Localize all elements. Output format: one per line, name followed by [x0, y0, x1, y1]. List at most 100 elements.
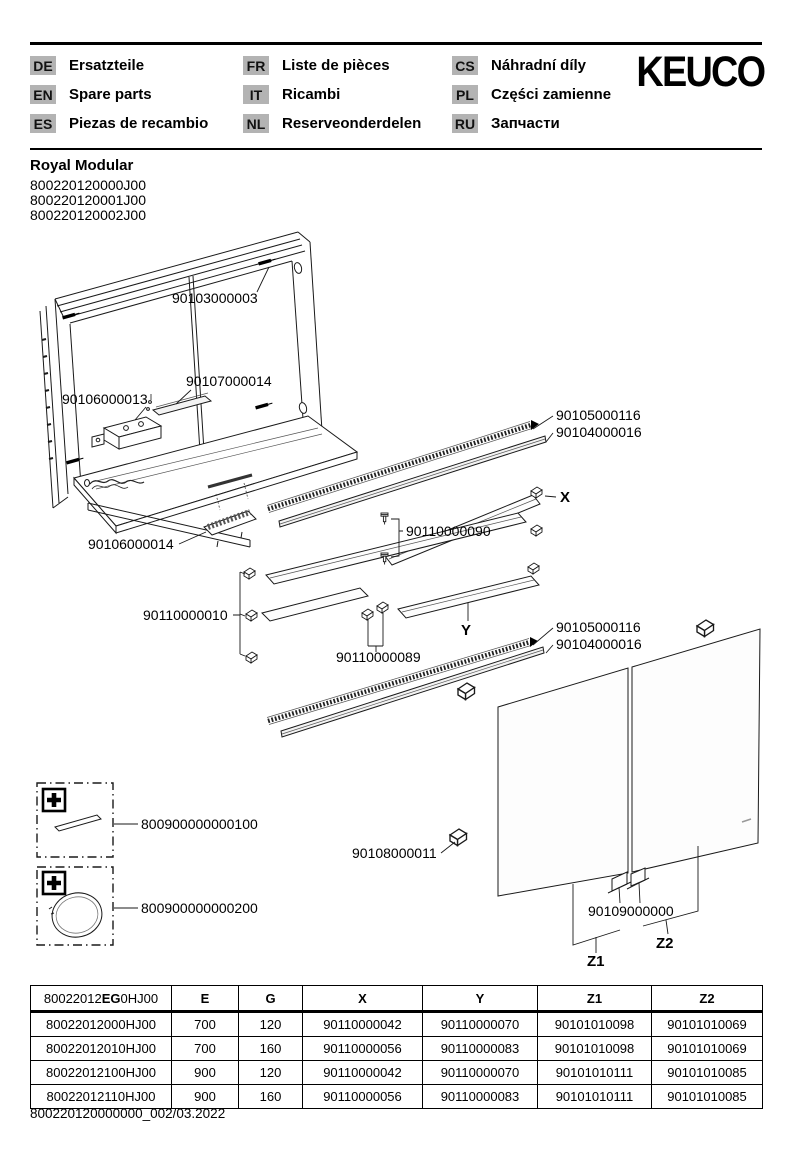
door-logo-mark [741, 818, 752, 823]
part-number-label: 90110000090 [406, 523, 491, 539]
part-label-90106000014: 90106000014 [88, 531, 207, 552]
led-strip-bottom [266, 637, 538, 725]
cell-e: 700 [171, 1036, 239, 1061]
profile-bottom [280, 646, 545, 738]
table-row: 80022012010HJ00 700 160 90110000056 9011… [30, 1036, 763, 1061]
cell-model: 80022012100HJ00 [30, 1060, 172, 1085]
cell-z1: 90101010111 [537, 1084, 652, 1109]
cell-e: 900 [171, 1060, 239, 1085]
model-suffix: 0HJ00 [120, 990, 159, 1006]
part-label-90106000013: 90106000013 [62, 391, 148, 421]
screw-icon [253, 401, 275, 410]
screw-icon [256, 257, 278, 266]
part-label-90110000089: 90110000089 [336, 613, 421, 665]
cell-z2: 90101010069 [651, 1011, 763, 1037]
part-label-90107000014: 90107000014 [175, 373, 272, 405]
lang-label-de: Ersatzteile [69, 57, 145, 74]
vent-slots [41, 338, 54, 460]
lang-row-en: EN Spare parts [30, 85, 208, 104]
accessory-box-mirror [36, 866, 114, 946]
variant-number: 800220120002J00 [30, 207, 147, 223]
lang-badge-nl: NL [243, 114, 269, 133]
lang-label-cs: Náhradní díly [491, 57, 587, 74]
cell-z2: 90101010085 [651, 1060, 763, 1085]
door-clip-icon [696, 619, 715, 638]
lang-row-it: IT Ricambi [243, 85, 421, 104]
cell-y: 90110000083 [422, 1084, 538, 1109]
col-header-z2: Z2 [651, 985, 763, 1013]
glass-shelf-left [261, 587, 369, 622]
cell-g: 120 [238, 1060, 303, 1085]
language-column-3: CS Náhradní díly PL Części zamienne RU З… [452, 56, 611, 133]
table-row: 80022012100HJ00 900 120 90110000042 9011… [30, 1060, 763, 1085]
glass-shelf-mid [265, 512, 527, 585]
cell-z1: 90101010098 [537, 1011, 652, 1037]
mirror-door-right [631, 628, 761, 873]
accessory-strip-part [54, 814, 102, 832]
z1-marker-label: Z1 [587, 953, 605, 970]
cell-z1: 90101010098 [537, 1036, 652, 1061]
table-header-row: 80022012EG0HJ00 E G X Y Z1 Z2 [30, 985, 763, 1013]
door-bracket-parts [607, 867, 650, 894]
cell-x: 90110000056 [302, 1084, 423, 1109]
part-number-label: 90110000010 [143, 607, 228, 623]
col-header-y: Y [422, 985, 538, 1013]
language-column-1: DE Ersatzteile EN Spare parts ES Piezas … [30, 56, 208, 133]
col-header-e: E [171, 985, 239, 1013]
table-row: 80022012000HJ00 700 120 90110000042 9011… [30, 1011, 763, 1037]
cell-x: 90110000056 [302, 1036, 423, 1061]
lang-row-pl: PL Części zamienne [452, 85, 611, 104]
thumbscrew-icon [380, 512, 389, 525]
model-prefix: 80022012 [43, 990, 102, 1006]
variant-number: 800220120000J00 [30, 177, 147, 193]
marker-z1: Z1 [572, 884, 621, 970]
lang-label-ru: Запчасти [491, 115, 560, 132]
marker-x: X [544, 489, 570, 506]
header-top-rule [30, 42, 762, 45]
part-label-90105000116-top: 90105000116 [532, 407, 641, 430]
part-label-90105000116-bottom: 90105000116 [532, 619, 641, 646]
table-row: 80022012110HJ00 900 160 90110000056 9011… [30, 1084, 763, 1109]
part-number-label: 90110000089 [336, 649, 421, 665]
shelf-clip-icon [245, 651, 258, 664]
part-number-label: 90105000116 [556, 407, 641, 423]
cell-z1: 90101010111 [537, 1060, 652, 1085]
part-label-90104000016-bottom: 90104000016 [545, 636, 642, 654]
lang-row-de: DE Ersatzteile [30, 56, 208, 75]
lang-label-en: Spare parts [69, 86, 152, 103]
cell-z2: 90101010085 [651, 1084, 763, 1109]
shelf-clip-icon [527, 562, 540, 575]
model-pattern-cell: 80022012EG0HJ00 [30, 985, 172, 1013]
lang-badge-en: EN [30, 85, 56, 104]
cell-y: 90110000070 [422, 1011, 538, 1037]
driver-unit [91, 416, 163, 450]
part-label-90109000000: 90109000000 [588, 882, 674, 919]
lang-label-fr: Liste de pièces [282, 57, 390, 74]
lang-row-cs: CS Náhradní díly [452, 56, 611, 75]
part-label-90108000011: 90108000011 [352, 841, 456, 861]
part-number-label: 90105000116 [556, 619, 641, 635]
y-marker-label: Y [461, 622, 471, 639]
screw-icon [60, 311, 82, 320]
shelf-clip-icon [530, 486, 543, 499]
lang-badge-de: DE [30, 56, 56, 75]
cell-e: 700 [171, 1011, 239, 1037]
variant-table: 80022012EG0HJ00 E G X Y Z1 Z2 8002201200… [30, 985, 763, 1109]
keuco-logo: KEUCO [636, 48, 766, 96]
shelf-clip-icon [361, 608, 374, 621]
led-strip-top [266, 420, 539, 513]
part-number-label: 90107000014 [186, 373, 272, 389]
door-clip-icon [449, 828, 468, 847]
col-header-g: G [238, 985, 303, 1013]
model-var-letters: EG [101, 990, 121, 1006]
part-number-label: 90104000016 [556, 424, 642, 440]
header-bottom-rule [30, 148, 762, 150]
lang-row-nl: NL Reserveonderdelen [243, 114, 421, 133]
hinge-cup [298, 402, 308, 414]
document-number: 800220120000000_002/03.2022 [30, 1106, 226, 1121]
part-label-800900000000100: 800900000000100 [114, 816, 258, 832]
shelf-clip-icon [243, 567, 256, 580]
cell-z2: 90101010069 [651, 1036, 763, 1061]
terminal-strip [203, 509, 257, 548]
